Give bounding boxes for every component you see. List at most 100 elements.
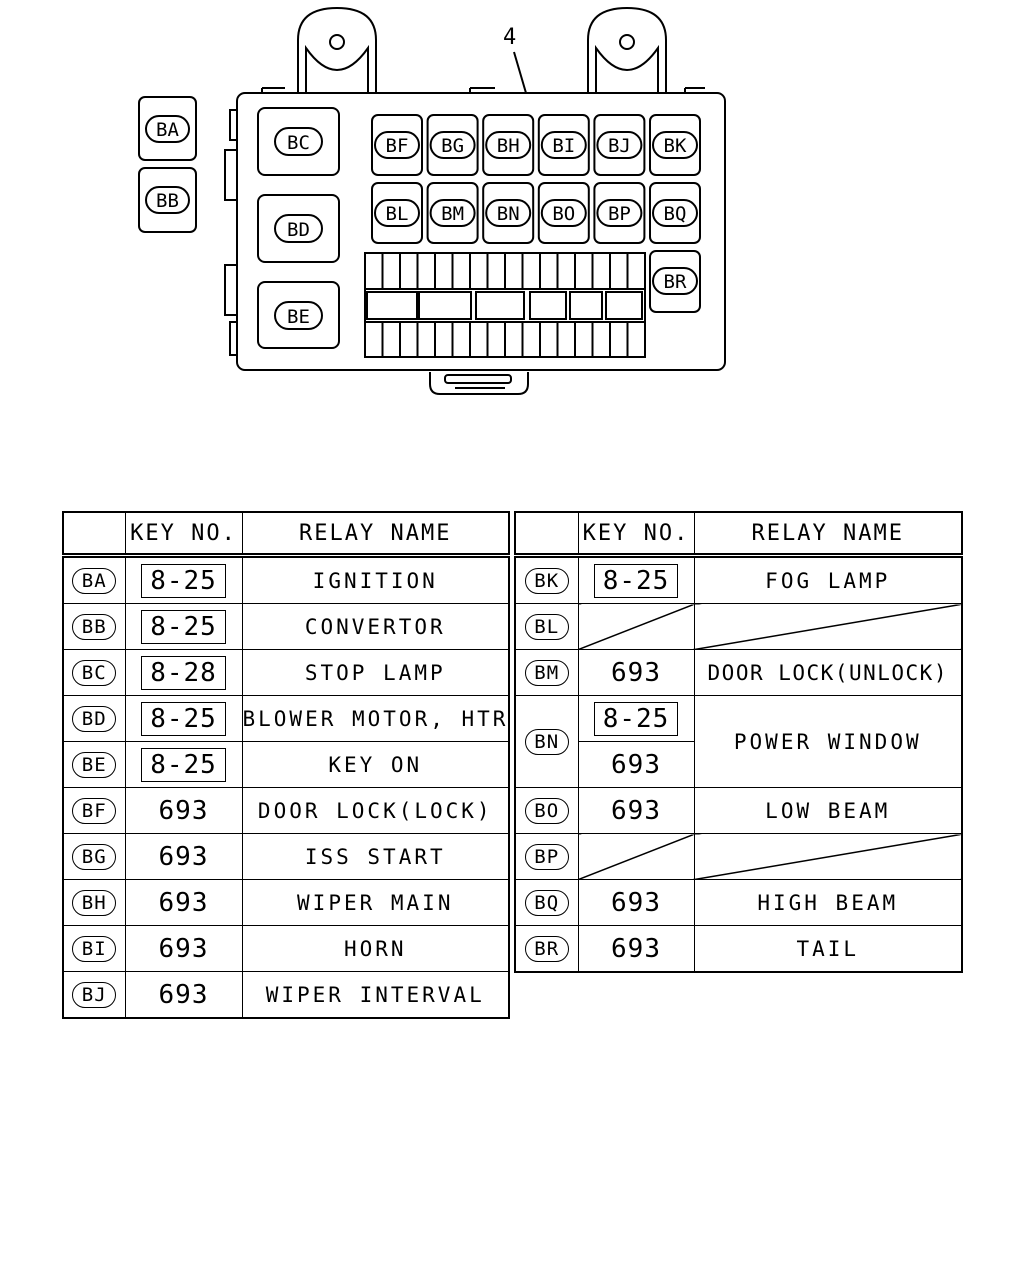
relay-box-housing — [236, 92, 726, 371]
relay-name: DOOR LOCK(UNLOCK) — [707, 660, 948, 685]
relay-BN: BN — [482, 182, 535, 244]
relay-BQ: BQ — [649, 182, 701, 244]
relay-name: WIPER INTERVAL — [265, 982, 485, 1007]
relay-BH: BH — [482, 114, 535, 176]
key-number: 693 — [611, 795, 661, 826]
relay-code-badge: BP — [524, 843, 569, 870]
bottom-connector — [429, 372, 529, 395]
relay-code-badge: BB — [72, 613, 117, 640]
empty-cell-slash — [693, 833, 963, 880]
table-header-row: KEY NO. RELAY NAME — [62, 511, 510, 558]
relay-code-badge: BI — [72, 935, 117, 962]
svg-text:BR: BR — [664, 271, 687, 293]
relay-name: LOW BEAM — [765, 798, 891, 823]
empty-cell-slash — [577, 833, 695, 880]
relay-code-badge: BJ — [72, 981, 117, 1008]
relay-BL: BL — [371, 182, 423, 244]
header-key-no: KEY NO. — [124, 511, 243, 558]
relay-BG: BG — [426, 114, 479, 176]
key-number: 693 — [611, 749, 661, 780]
relay-BE: BE — [257, 281, 340, 349]
relay-BF: BF — [371, 114, 423, 176]
relay-BM: BM — [426, 182, 479, 244]
relay-BP: BP — [593, 182, 646, 244]
relay-code-badge: BM — [524, 659, 569, 686]
key-number: 693 — [158, 933, 209, 964]
relay-name: STOP LAMP — [304, 660, 446, 685]
relay-label: BP — [608, 203, 631, 225]
callout-number: 4 — [503, 25, 516, 50]
relay-name: ISS START — [304, 844, 446, 869]
relay-grid-top-row: BF BG BH BI BJ BK — [371, 114, 701, 176]
table-header-row: KEY NO. RELAY NAME — [514, 511, 963, 558]
relay-name: HORN — [343, 936, 407, 961]
relay-code-badge: BF — [72, 797, 117, 824]
relay-name: CONVERTOR — [304, 614, 446, 639]
svg-text:BC: BC — [287, 132, 310, 154]
key-number: 8-25 — [141, 747, 226, 782]
relay-code-badge: BR — [524, 935, 569, 962]
relay-BJ: BJ — [593, 114, 646, 176]
mounting-tab-left — [297, 6, 377, 92]
relay-code-badge: BL — [524, 613, 569, 640]
key-number: 8-28 — [141, 655, 226, 690]
table-row: BR 693 TAIL — [514, 925, 963, 973]
relay-code-badge: BO — [524, 797, 569, 824]
table-row: BN 8-25 POWER WINDOW — [514, 695, 963, 788]
relay-BC: BC — [257, 107, 340, 176]
relay-code-badge: BC — [72, 659, 117, 686]
relay-name: BLOWER MOTOR, HTR — [242, 706, 509, 731]
relay-code-badge: BA — [72, 567, 117, 594]
table-row: BC 8-28 STOP LAMP — [62, 649, 510, 696]
key-number: 693 — [611, 933, 661, 964]
table-row: BQ 693 HIGH BEAM — [514, 879, 963, 926]
header-relay-name: RELAY NAME — [693, 511, 963, 558]
relay-BR: BR — [649, 250, 701, 313]
relay-table-right: KEY NO. RELAY NAME BK 8-25 FOG LAMP BL B… — [514, 511, 963, 973]
empty-cell-slash — [693, 603, 963, 650]
table-row: BP — [514, 833, 963, 880]
header-code — [514, 511, 579, 558]
relay-name: KEY ON — [328, 752, 423, 777]
relay-code-badge: BG — [72, 843, 117, 870]
relay-label: BO — [552, 203, 575, 225]
mounting-tab-right — [587, 6, 667, 92]
table-row: BO 693 LOW BEAM — [514, 787, 963, 834]
relay-BD: BD — [257, 194, 340, 263]
key-number: 8-25 — [141, 563, 226, 598]
relay-label: BH — [497, 135, 520, 157]
relay-code-badge: BN — [524, 728, 569, 755]
header-key-no: KEY NO. — [577, 511, 695, 558]
key-number: 693 — [611, 657, 661, 688]
relay-code-badge: BK — [524, 567, 569, 594]
table-row: BK 8-25 FOG LAMP — [514, 555, 963, 604]
key-number: 8-25 — [141, 609, 226, 644]
key-number: 8-25 — [593, 701, 679, 736]
key-number: 693 — [158, 841, 209, 872]
relay-label: BK — [664, 135, 687, 157]
relay-label: BL — [386, 203, 409, 225]
relay-code-badge: BH — [72, 889, 117, 916]
relay-BK: BK — [649, 114, 701, 176]
relay-BB: BB — [138, 167, 197, 233]
relay-name: IGNITION — [312, 568, 438, 593]
relay-BA: BA — [138, 96, 197, 161]
key-number: 693 — [611, 887, 661, 918]
relay-label: BQ — [664, 203, 687, 225]
relay-label: BI — [552, 135, 575, 157]
key-number: 693 — [158, 887, 209, 918]
table-row: BG 693 ISS START — [62, 833, 510, 880]
relay-name: POWER WINDOW — [733, 729, 922, 754]
relay-label: BF — [386, 135, 409, 157]
relay-label: BJ — [608, 135, 631, 157]
relay-name: TAIL — [796, 936, 860, 961]
table-row: BB 8-25 CONVERTOR — [62, 603, 510, 650]
relay-name: DOOR LOCK(LOCK) — [257, 798, 493, 823]
